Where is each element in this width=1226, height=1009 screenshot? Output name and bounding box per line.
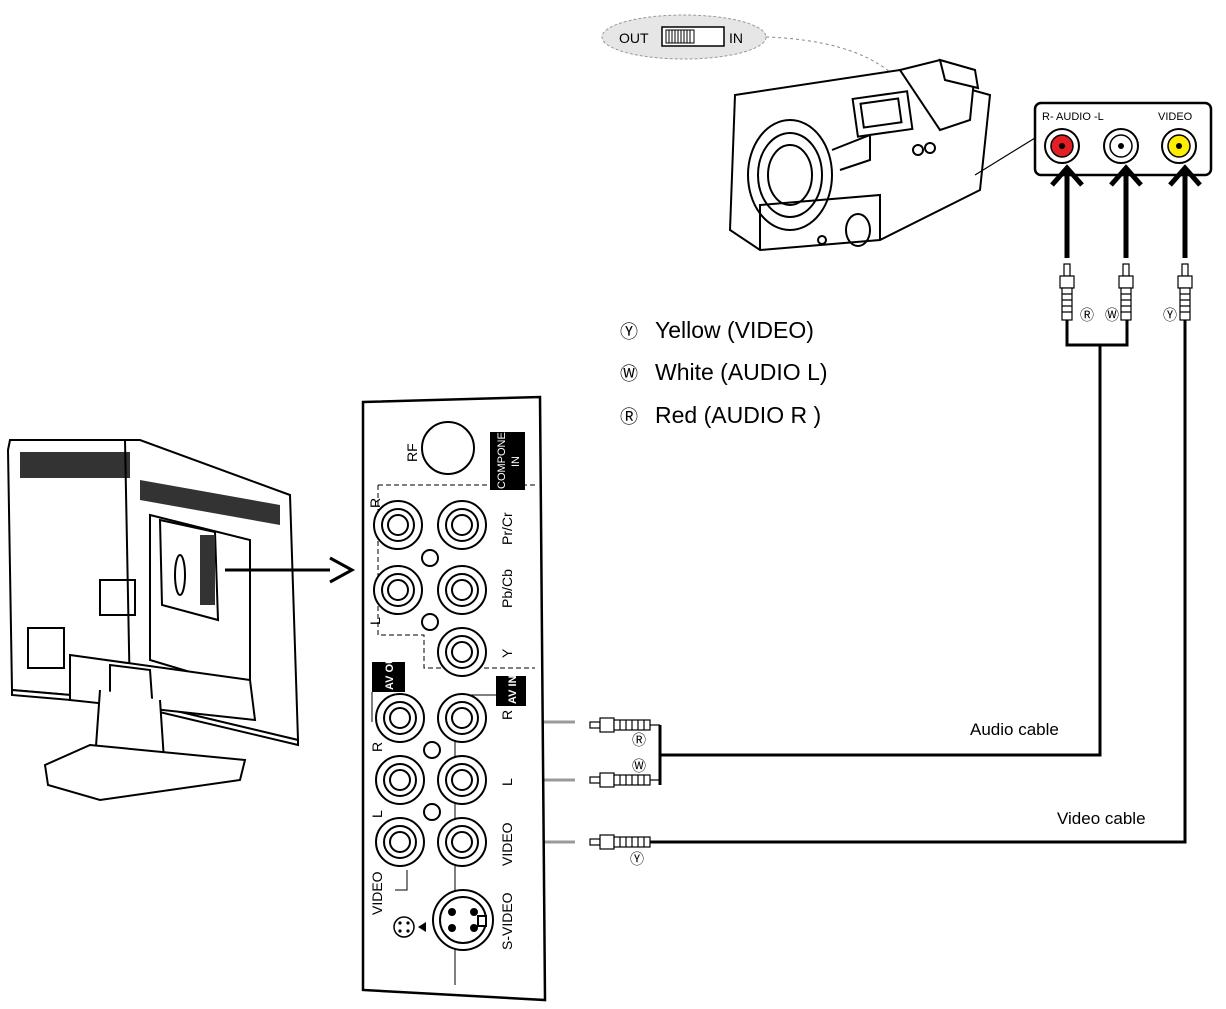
legend-red-symbol: Ⓡ [620, 407, 638, 427]
pr-cr-label: Pr/Cr [499, 512, 515, 545]
component-in-label-line1: COMPONENT [496, 417, 508, 489]
plug-mark-white-top: Ⓦ [1105, 307, 1119, 323]
s-video-label: S-VIDEO [499, 892, 515, 950]
rf-label: RF [404, 443, 420, 462]
yellow-video-jack [1161, 128, 1197, 164]
zoom-arrow-head [329, 556, 356, 584]
camcorder-connection-arrows [1050, 164, 1202, 258]
plug-mark-red-top: Ⓡ [1080, 307, 1094, 323]
legend-yellow-text: Yellow (VIDEO) [655, 317, 814, 343]
rca-plug-white [1118, 263, 1134, 321]
switch-out-label: OUT [619, 30, 649, 46]
legend-red-text: Red (AUDIO R ) [655, 402, 821, 428]
legend-white-text: White (AUDIO L) [655, 359, 828, 385]
av-out-video-label: VIDEO [369, 871, 385, 915]
component-in-label-line2: IN [510, 456, 522, 467]
rca-plug-red [1059, 263, 1075, 321]
av-in-l-label: L [499, 778, 515, 786]
av-out-label: AV OUT [384, 649, 396, 690]
y-label: Y [499, 648, 515, 658]
av-in-video-label: VIDEO [499, 822, 515, 866]
av-jacks [375, 693, 487, 867]
slide-switch-icon [661, 26, 725, 47]
plug-mark-red-bottom: Ⓡ [632, 732, 646, 748]
camcorder-icon [728, 58, 1036, 252]
switch-in-label: IN [729, 30, 743, 46]
out-in-switch-callout: OUT IN [601, 14, 891, 73]
s-video-pin-icon [393, 916, 426, 938]
rca-plug-yellow [1177, 263, 1193, 321]
tv-av-input-panel: RF COMPONENT IN R L Pr/Cr Pb/Cb Y AV OUT… [361, 395, 547, 1002]
video-cable-label: Video cable [1057, 809, 1146, 828]
plug-mark-white-bottom: Ⓦ [632, 758, 646, 774]
legend-white-symbol: Ⓦ [620, 364, 638, 384]
white-audio-jack [1103, 128, 1139, 164]
legend-yellow-symbol: Ⓨ [620, 322, 638, 342]
rca-plugs-camcorder-side [1059, 263, 1193, 321]
rca-plug-yellow-horizontal [589, 834, 651, 850]
pb-cb-label: Pb/Cb [499, 569, 515, 608]
camcorder-video-label: VIDEO [1158, 111, 1193, 123]
red-audio-jack [1044, 128, 1080, 164]
audio-cable-label: Audio cable [970, 720, 1059, 739]
plug-mark-yellow-bottom: Ⓨ [630, 851, 644, 867]
s-video-jack [432, 889, 494, 951]
camcorder-audio-label: R- AUDIO -L [1042, 111, 1104, 123]
av-in-r-label: R [499, 710, 515, 720]
rca-plugs-tv-side [589, 717, 660, 850]
av-in-label: AV IN [507, 675, 519, 704]
component-jacks [373, 500, 487, 677]
color-legend: Ⓨ Yellow (VIDEO) Ⓦ White (AUDIO L) Ⓡ Red… [620, 317, 828, 428]
rca-plug-white-horizontal [589, 772, 660, 788]
video-cable-line [650, 320, 1187, 844]
camcorder-av-panel: R- AUDIO -L VIDEO [1033, 101, 1213, 177]
component-r-label: R [367, 498, 383, 508]
rca-plug-red-horizontal [589, 717, 660, 733]
rf-jack [421, 421, 475, 475]
plug-mark-yellow-top: Ⓨ [1163, 307, 1177, 323]
component-l-label: L [367, 617, 383, 625]
audio-cable-line [658, 320, 1129, 785]
tv-rear-view-illustration [6, 439, 300, 802]
av-out-r-label: R [369, 742, 385, 752]
av-out-l-label: L [369, 810, 385, 818]
